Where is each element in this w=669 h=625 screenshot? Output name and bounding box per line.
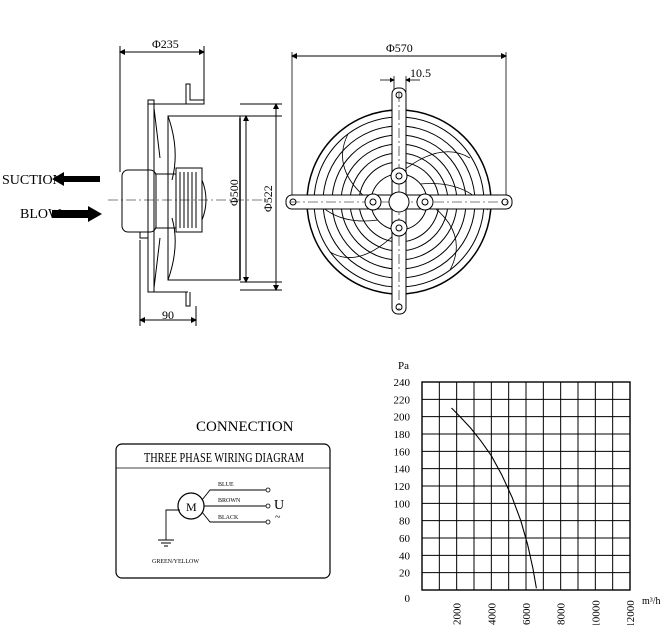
front-view <box>285 52 513 315</box>
wiring-box-title: THREE PHASE WIRING DIAGRAM <box>144 450 304 465</box>
dim-570: Φ570 <box>386 41 413 55</box>
y-tick-label: 100 <box>394 498 411 510</box>
blow-arrow-icon <box>52 206 102 222</box>
y-tick-label: 80 <box>399 516 411 528</box>
x-tick-label: 2000 <box>452 603 464 625</box>
dim-10-5: 10.5 <box>410 66 431 80</box>
y-tick-label: 0 <box>405 593 411 605</box>
dim-90: 90 <box>162 308 174 322</box>
wire-black-label: BLACK <box>218 515 239 521</box>
supply-tilde-label: ~ <box>275 512 281 523</box>
y-tick-label: 240 <box>394 377 411 389</box>
wire-blue-label: BLUE <box>218 482 234 488</box>
motor-label: M <box>186 500 197 514</box>
y-tick-label: 220 <box>394 394 411 406</box>
pressure-flow-chart: 0 20 40 60 80 100 120 140 160 180 200 220 240 2000 400… <box>394 360 661 625</box>
y-tick-label: 40 <box>399 550 411 562</box>
wiring-diagram-box <box>115 443 331 579</box>
dim-522: Φ522 <box>261 185 275 212</box>
blow-label: BLOW <box>20 207 62 222</box>
dim-500: Φ500 <box>227 179 241 206</box>
wire-brown-label: BROWN <box>218 498 241 504</box>
y-tick-label: 120 <box>394 481 411 493</box>
y-tick-label: 140 <box>394 464 411 476</box>
y-tick-label: 160 <box>394 446 411 458</box>
dim-235: Φ235 <box>152 37 179 51</box>
y-tick-label: 60 <box>399 533 411 545</box>
connection-title: CONNECTION <box>196 419 294 435</box>
x-tick-label: 8000 <box>556 603 568 625</box>
x-tick-label: 12000 <box>625 600 637 625</box>
suction-arrow-icon <box>52 172 100 186</box>
ground-label: GREEN/YELLOW <box>152 559 199 565</box>
x-tick-label: 4000 <box>486 603 498 625</box>
x-tick-label: 6000 <box>521 603 533 625</box>
side-view <box>108 46 282 326</box>
y-axis-label: Pa <box>398 360 409 372</box>
y-tick-label: 200 <box>394 412 411 424</box>
y-tick-label: 180 <box>394 429 411 441</box>
x-tick-label: 10000 <box>590 600 602 625</box>
performance-curve <box>451 407 537 589</box>
supply-u-label: U <box>274 498 284 513</box>
y-tick-label: 20 <box>399 568 411 580</box>
suction-label: SUCTION <box>2 173 63 188</box>
x-axis-label: m³/h <box>642 596 661 607</box>
